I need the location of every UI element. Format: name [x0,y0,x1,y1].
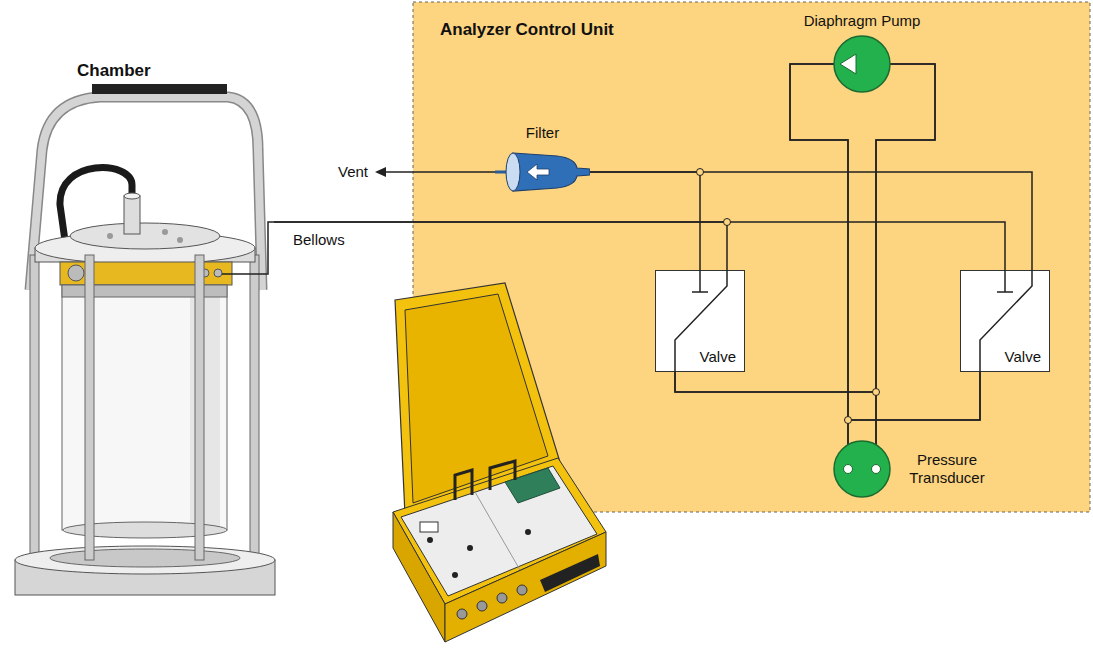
chamber-illustration [68,265,84,281]
filter-body [495,150,590,194]
analyzer-case-illustration [517,585,527,595]
analyzer-case-illustration [457,609,467,619]
vent-arrow [384,171,495,173]
pipe-junction [724,219,731,226]
analyzer-case-illustration [420,522,438,532]
chamber-illustration [124,193,140,199]
chamber-unit: Chamber [8,55,274,600]
analyzer-case-illustration [393,283,606,642]
valve-box: Valve [960,270,1050,372]
analyzer-case-illustration [455,470,472,500]
transducer-symbol [830,438,894,500]
control-unit-region: Analyzer Control UnitDiaphragm PumpFilte… [413,2,1090,512]
analyzer-case-illustration [445,532,606,642]
chamber-illustration [50,549,240,567]
analyzer-case-illustration [540,554,600,592]
pump-triangle [840,54,856,74]
pipe-junction [697,169,704,176]
analyzer-case-illustration [427,537,433,543]
chamber-illustration [85,255,94,560]
pump-symbol [832,34,892,94]
transducer-port [844,465,853,474]
chamber-illustration [162,229,168,235]
pipe-line [274,222,1005,270]
vent-arrow [375,167,386,177]
pump-circle [834,36,890,92]
transducer-circle [834,441,890,497]
pipe-line [274,222,727,270]
node-label: Pressure Transducer [902,451,992,487]
chamber-illustration [30,97,262,290]
chamber-illustration [30,255,39,575]
node-label: Diaphragm Pump [804,12,921,30]
analyzer-case-illustration [452,572,458,578]
chamber-illustration [250,255,259,575]
part-label: Bellows [293,231,345,249]
pipe-junction [845,417,852,424]
valve-box: Valve [655,270,745,372]
node-label: Filter [526,124,559,142]
pipe-junction [873,389,880,396]
filter-body [506,153,520,191]
chamber-illustration [30,97,262,290]
node-label: Analyzer Control Unit [413,2,1090,40]
filter-body [495,153,590,191]
vent-arrow [375,167,495,177]
analyzer-case-illustration [475,492,520,570]
diaphragm-pump: Diaphragm Pump [797,8,927,94]
chamber-illustration [70,223,220,249]
transducer-port [872,465,881,474]
chamber-illustration [195,255,204,560]
pipe-line [590,172,1032,270]
pipe-line [790,64,848,445]
chamber-illustration [124,196,140,234]
part-label: Vent [338,163,368,181]
chamber-illustration [222,222,274,274]
chamber-illustration [177,237,183,243]
filter-body [527,164,549,180]
analyzer-case-illustration [497,593,507,603]
analyzer-case-illustration [393,512,445,642]
pipe-lines [274,64,1032,445]
analyzer-case-illustration [505,468,560,503]
chamber-illustration [15,84,275,595]
pipe-line [675,372,876,445]
node-label: Valve [1005,348,1041,366]
pipe-line [848,372,980,445]
node-label: Chamber [77,55,274,81]
pipe-line [876,64,935,445]
chamber-illustration [107,233,113,239]
analyzer-case-illustration [477,601,487,611]
chamber-illustration [92,84,227,94]
analyzer-case-illustration [525,529,531,535]
pressure-transducer: Pressure Transducer [830,438,1005,500]
chamber-illustration [214,269,222,277]
analyzer-case-illustration [490,461,515,490]
pipe-line [590,172,700,270]
node-label: Valve [700,348,736,366]
chamber-illustration [15,546,275,574]
analyzer-case-illustration [395,283,560,515]
analyzer-case-illustration [467,545,473,551]
pipe-line [790,64,980,420]
filter-symbol: Filter [495,122,590,194]
filter-body [513,153,590,191]
